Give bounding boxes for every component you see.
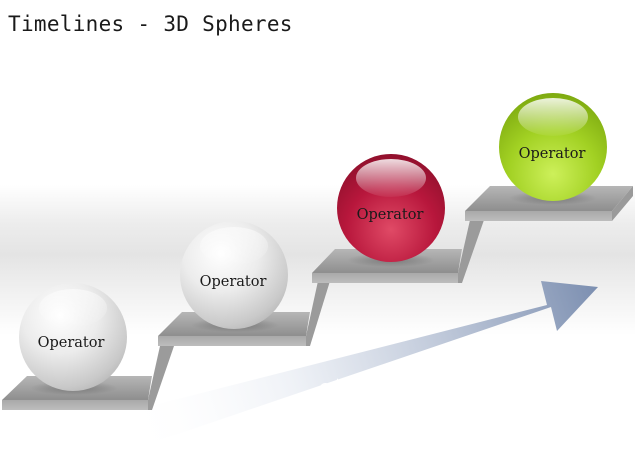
step-3-front — [312, 273, 458, 283]
sphere-1-gloss — [39, 289, 107, 327]
sphere-4-gloss — [518, 98, 588, 136]
going-up-arrow: Going Up — [115, 281, 598, 452]
step-4-side — [612, 186, 633, 221]
sphere-step-3[interactable]: Operator — [337, 154, 445, 267]
step-4-front — [465, 211, 612, 221]
sphere-2-label: Operator — [200, 274, 267, 290]
step-2-front — [158, 336, 306, 346]
sphere-step-2[interactable]: Operator — [180, 221, 288, 332]
riser-2 — [306, 281, 330, 346]
sphere-step-1[interactable]: Operator — [19, 283, 127, 395]
sphere-1-label: Operator — [38, 335, 105, 351]
sphere-step-4[interactable]: Operator — [499, 93, 607, 205]
arrow-shape — [115, 281, 598, 452]
riser-1 — [148, 346, 174, 410]
riser-3 — [458, 220, 484, 283]
sphere-2-gloss — [200, 227, 268, 265]
sphere-3-label: Operator — [357, 207, 424, 223]
sphere-4-label: Operator — [519, 146, 586, 162]
sphere-3-gloss — [356, 159, 426, 197]
step-1-front — [2, 400, 148, 410]
slide-title: Timelines - 3D Spheres — [8, 12, 293, 36]
